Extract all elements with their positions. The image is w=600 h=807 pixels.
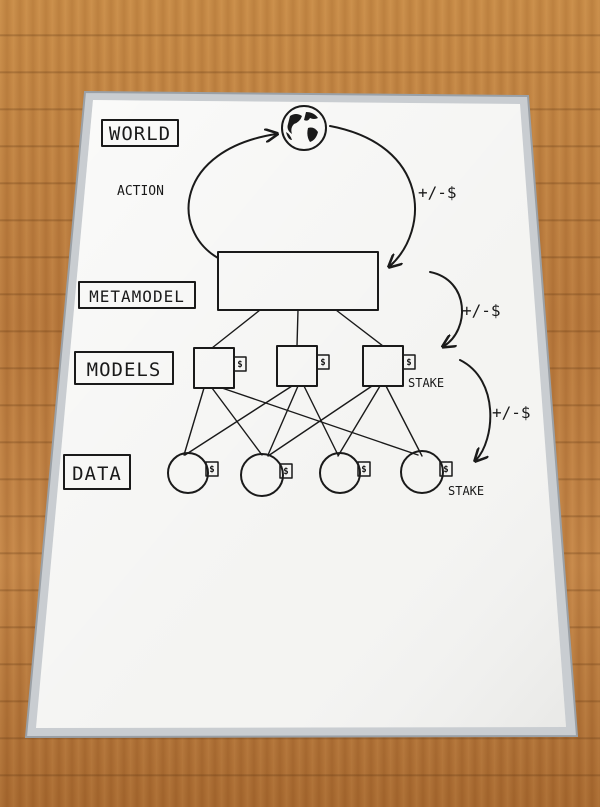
model-2: $ <box>276 345 330 387</box>
stake-tag <box>402 354 416 370</box>
stake-tag <box>357 461 371 477</box>
label-models-text: MODELS <box>87 359 162 381</box>
stake-symbol: $ <box>443 465 448 475</box>
data-circle <box>167 452 209 494</box>
reward-label-world: +/-$ <box>418 183 457 202</box>
label-metamodel-box <box>78 281 196 309</box>
stake-symbol: $ <box>320 358 325 368</box>
stake-symbol: $ <box>283 467 288 477</box>
action-arrow <box>187 134 276 259</box>
stake-symbol: $ <box>406 358 411 368</box>
data-circle <box>319 452 361 494</box>
reward-label-models: +/-$ <box>492 403 531 422</box>
label-models-box <box>74 351 174 385</box>
data-node-3: $ <box>319 452 371 494</box>
label-data-box <box>63 454 131 490</box>
label-world-text: WORLD <box>109 123 171 145</box>
whiteboard-sheen <box>36 100 566 728</box>
stake-symbol: $ <box>237 360 242 370</box>
label-models: MODELS <box>74 351 174 385</box>
label-data: DATA <box>63 454 131 490</box>
stake-label-data: STAKE <box>448 484 484 498</box>
stake-tag <box>279 463 293 479</box>
stake-tag <box>439 461 453 477</box>
stake-symbol: $ <box>209 465 214 475</box>
globe-icon <box>281 105 327 151</box>
data-circle <box>400 450 444 494</box>
data-node-4: $ <box>400 450 453 494</box>
label-metamodel: METAMODEL <box>78 281 196 309</box>
metamodel-model-links <box>211 309 384 349</box>
stake-tag <box>316 354 330 370</box>
label-metamodel-text: METAMODEL <box>89 287 185 306</box>
reward-arrow-metamodel <box>429 271 463 346</box>
model-data-links <box>183 385 423 457</box>
label-data-text: DATA <box>72 463 122 485</box>
data-node-2: $ <box>240 453 293 497</box>
stake-symbol: $ <box>361 465 366 475</box>
data-node-1: $ <box>167 452 219 494</box>
model-1: $ <box>193 347 247 389</box>
label-world-box <box>101 119 179 147</box>
model-3: $ <box>362 345 416 387</box>
reward-arrow-models <box>459 359 492 460</box>
stake-tag <box>205 461 219 477</box>
label-world: WORLD <box>101 119 179 147</box>
whiteboard <box>24 90 579 739</box>
reward-arrow-world <box>329 125 416 266</box>
reward-label-metamodel: +/-$ <box>462 301 501 320</box>
action-label: ACTION <box>117 184 164 199</box>
stake-tag <box>233 356 247 372</box>
stake-label-models: STAKE <box>408 376 444 390</box>
data-circle <box>240 453 284 497</box>
